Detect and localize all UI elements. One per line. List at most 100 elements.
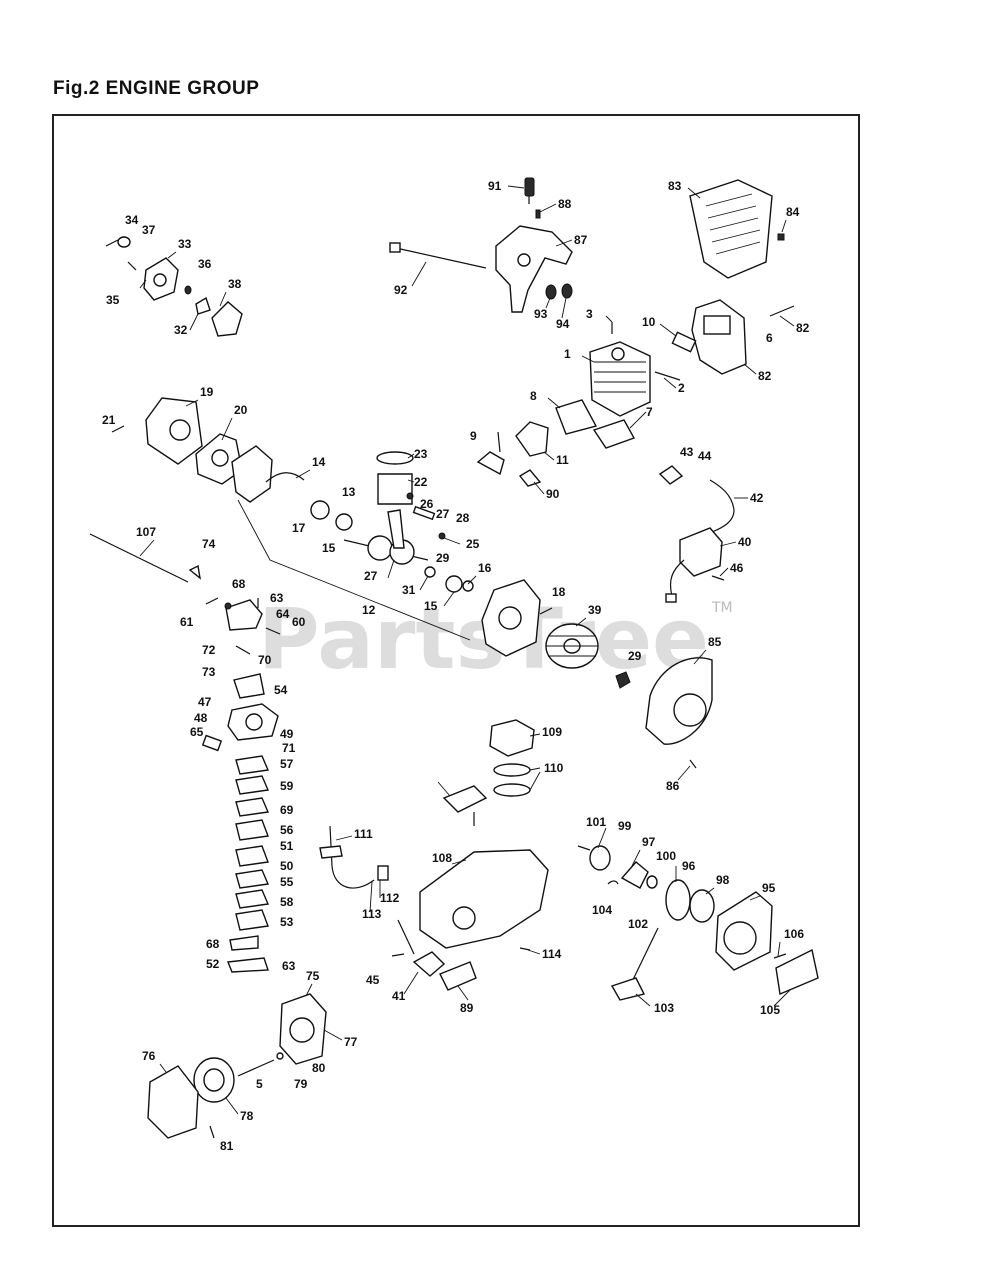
callout-104: 103	[654, 1001, 674, 1015]
bracket-icon	[476, 451, 505, 476]
callout-42: 42	[750, 491, 764, 505]
bearing-icon-2	[335, 513, 353, 531]
bolt-head-icon	[195, 296, 211, 315]
spring-icon	[105, 239, 119, 247]
switch-icon	[412, 951, 446, 977]
muffler-icon	[691, 299, 747, 375]
fuel-line-icon	[329, 825, 375, 889]
callout-86: 85	[708, 635, 722, 649]
callout-5: 5	[256, 1077, 263, 1091]
screw-icon-13	[205, 597, 219, 605]
callout-92: 91	[488, 179, 502, 193]
washer-icon-5	[493, 783, 531, 797]
callout-40: 40	[738, 535, 752, 549]
throttle-bracket-icon	[439, 961, 477, 991]
callout-74: 74	[202, 537, 216, 551]
washer-icon-6	[276, 1052, 284, 1060]
muffler-plate-icon	[703, 315, 731, 335]
callout-95: 94	[556, 317, 570, 331]
gasket-icon-2	[592, 419, 636, 449]
callout-93: 92	[394, 283, 408, 297]
spring-clip-icon	[265, 472, 305, 483]
callout-77: 77	[344, 1035, 358, 1049]
long-bolt-line	[237, 499, 471, 641]
callout-102: 101	[586, 815, 606, 829]
callout-58: 58	[280, 895, 294, 909]
callout-23: 23	[414, 447, 428, 461]
bearing-bore-icon	[169, 419, 191, 441]
washer-icon	[424, 566, 436, 578]
callout-18: 18	[552, 585, 566, 599]
callout-21: 21	[102, 413, 116, 427]
page-title: Fig.2 ENGINE GROUP	[53, 78, 260, 99]
clutch-hub-icon	[153, 273, 167, 287]
callout-53: 53	[280, 915, 294, 929]
bearing-icon-3	[445, 575, 463, 593]
callout-71: 71	[282, 741, 296, 755]
callout-2: 2	[678, 381, 685, 395]
cylinder-icon	[589, 341, 651, 417]
callout-48: 48	[194, 711, 208, 725]
spacer-icon	[671, 331, 697, 353]
fuel-filter-icon	[377, 865, 389, 881]
callout-22: 22	[414, 475, 428, 489]
callout-80: 80	[312, 1061, 326, 1075]
callout-68: 68	[206, 937, 220, 951]
nut-icon	[615, 671, 631, 689]
watermark: PartsTree	[258, 590, 709, 688]
spring-icon-2	[607, 880, 619, 885]
crankcase-bore-icon	[498, 606, 522, 630]
grommet-icon	[545, 284, 557, 300]
washer-icon-7	[589, 845, 611, 871]
piston-pin-icon	[412, 505, 436, 521]
callout-17: 17	[292, 521, 306, 535]
callout-9: 10	[642, 315, 656, 329]
choke-rod-icon	[89, 533, 189, 583]
washer-icon-2	[117, 236, 131, 248]
callout-7: 7	[646, 405, 653, 419]
callout-6: 6	[766, 331, 773, 345]
cover-bore-icon	[211, 449, 229, 467]
callout-101: 100	[656, 849, 676, 863]
callout-labels: 91 88 87 83 84 92 93 94 3 10 82 6 1 2 82…	[102, 179, 810, 1153]
callout-98: 97	[642, 835, 656, 849]
callout-96: 95	[762, 881, 776, 895]
callout-66: 68	[232, 577, 246, 591]
carburetor-icon	[201, 599, 279, 752]
callout-73: 73	[202, 665, 216, 679]
callout-112: 111	[354, 827, 373, 841]
callout-111: 110	[544, 761, 564, 775]
callout-44: 44	[698, 449, 712, 463]
callout-27: 28	[456, 511, 470, 525]
cover-hole-icon	[517, 253, 531, 267]
callout-20: 20	[234, 403, 248, 417]
callout-100: 99	[618, 819, 632, 833]
callout-64: 64	[276, 607, 290, 621]
callout-14: 13	[342, 485, 356, 499]
bearing-icon	[310, 500, 330, 520]
callout-61: 61	[180, 615, 194, 629]
callout-51: 51	[280, 839, 294, 853]
callout-19: 19	[200, 385, 214, 399]
callout-36: 36	[198, 257, 212, 271]
callout-29: 29	[628, 649, 642, 663]
pin-icon-2	[127, 261, 137, 271]
callout-106: 105	[760, 1003, 780, 1017]
callout-11: 11	[556, 453, 569, 467]
callout-82: 82	[758, 369, 772, 383]
screw-icon-10	[209, 1125, 215, 1139]
callout-109: 108	[432, 851, 452, 865]
carburetor-gaskets-icon	[227, 755, 270, 973]
fuel-tank-icon	[419, 849, 549, 949]
spring-case-icon	[689, 889, 715, 923]
insulator-icon	[515, 421, 549, 457]
callout-49: 49	[280, 727, 294, 741]
boot-icon	[658, 465, 684, 485]
callout-57: 57	[280, 757, 294, 771]
callout-88: 87	[574, 233, 588, 247]
crankcase-half-icon	[231, 445, 273, 503]
callout-31: 31	[402, 583, 416, 597]
connector-icon	[665, 593, 677, 603]
screw-icon	[777, 233, 785, 241]
washer-icon-4	[493, 763, 531, 777]
